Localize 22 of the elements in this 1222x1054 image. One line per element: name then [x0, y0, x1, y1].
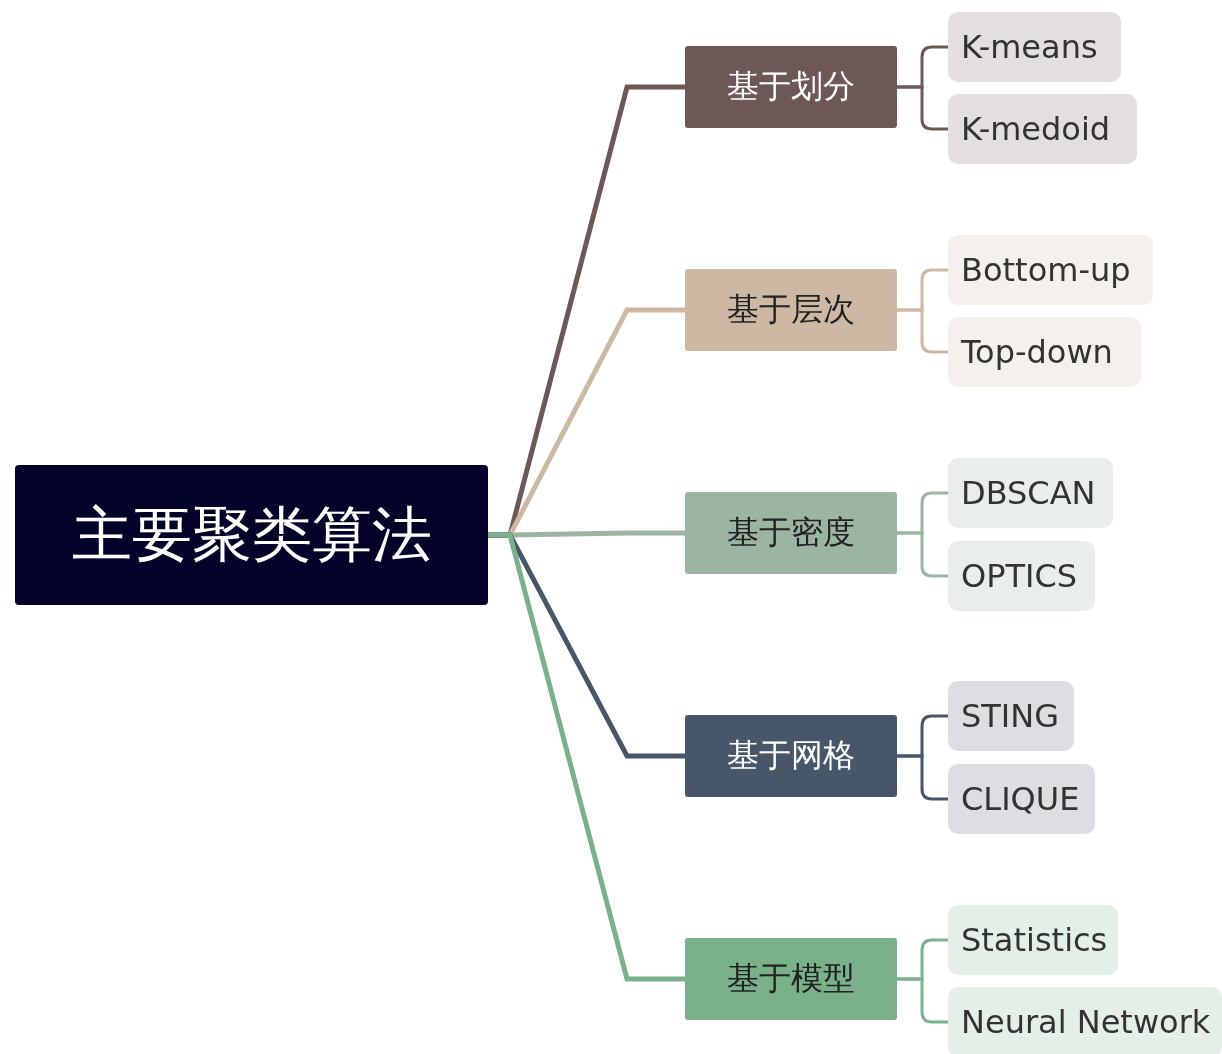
connector: [897, 85, 948, 131]
leaf-box: DBSCAN: [948, 458, 1113, 528]
branch-box: 基于网格: [685, 715, 897, 797]
connector: [897, 754, 948, 801]
branch-box: 基于层次: [685, 269, 897, 351]
connector: [897, 531, 948, 578]
branch-box: 基于模型: [685, 938, 897, 1020]
leaf-box: Top-down: [948, 317, 1141, 387]
connector: [488, 532, 685, 982]
leaf-box: K-medoid: [948, 94, 1137, 164]
leaf-box: K-means: [948, 12, 1121, 82]
leaf-box: STING: [948, 681, 1074, 751]
connector: [897, 308, 948, 354]
branch-box: 基于密度: [685, 492, 897, 574]
branch-box: 基于划分: [685, 46, 897, 128]
leaf-box: Statistics: [948, 905, 1118, 975]
leaf-box: CLIQUE: [948, 764, 1095, 834]
leaf-box: Bottom-up: [948, 235, 1153, 305]
connector: [897, 977, 948, 1024]
topic-box: 主要聚类算法: [15, 465, 488, 605]
leaf-box: OPTICS: [948, 541, 1095, 611]
leaf-box: Neural Network: [948, 987, 1222, 1054]
